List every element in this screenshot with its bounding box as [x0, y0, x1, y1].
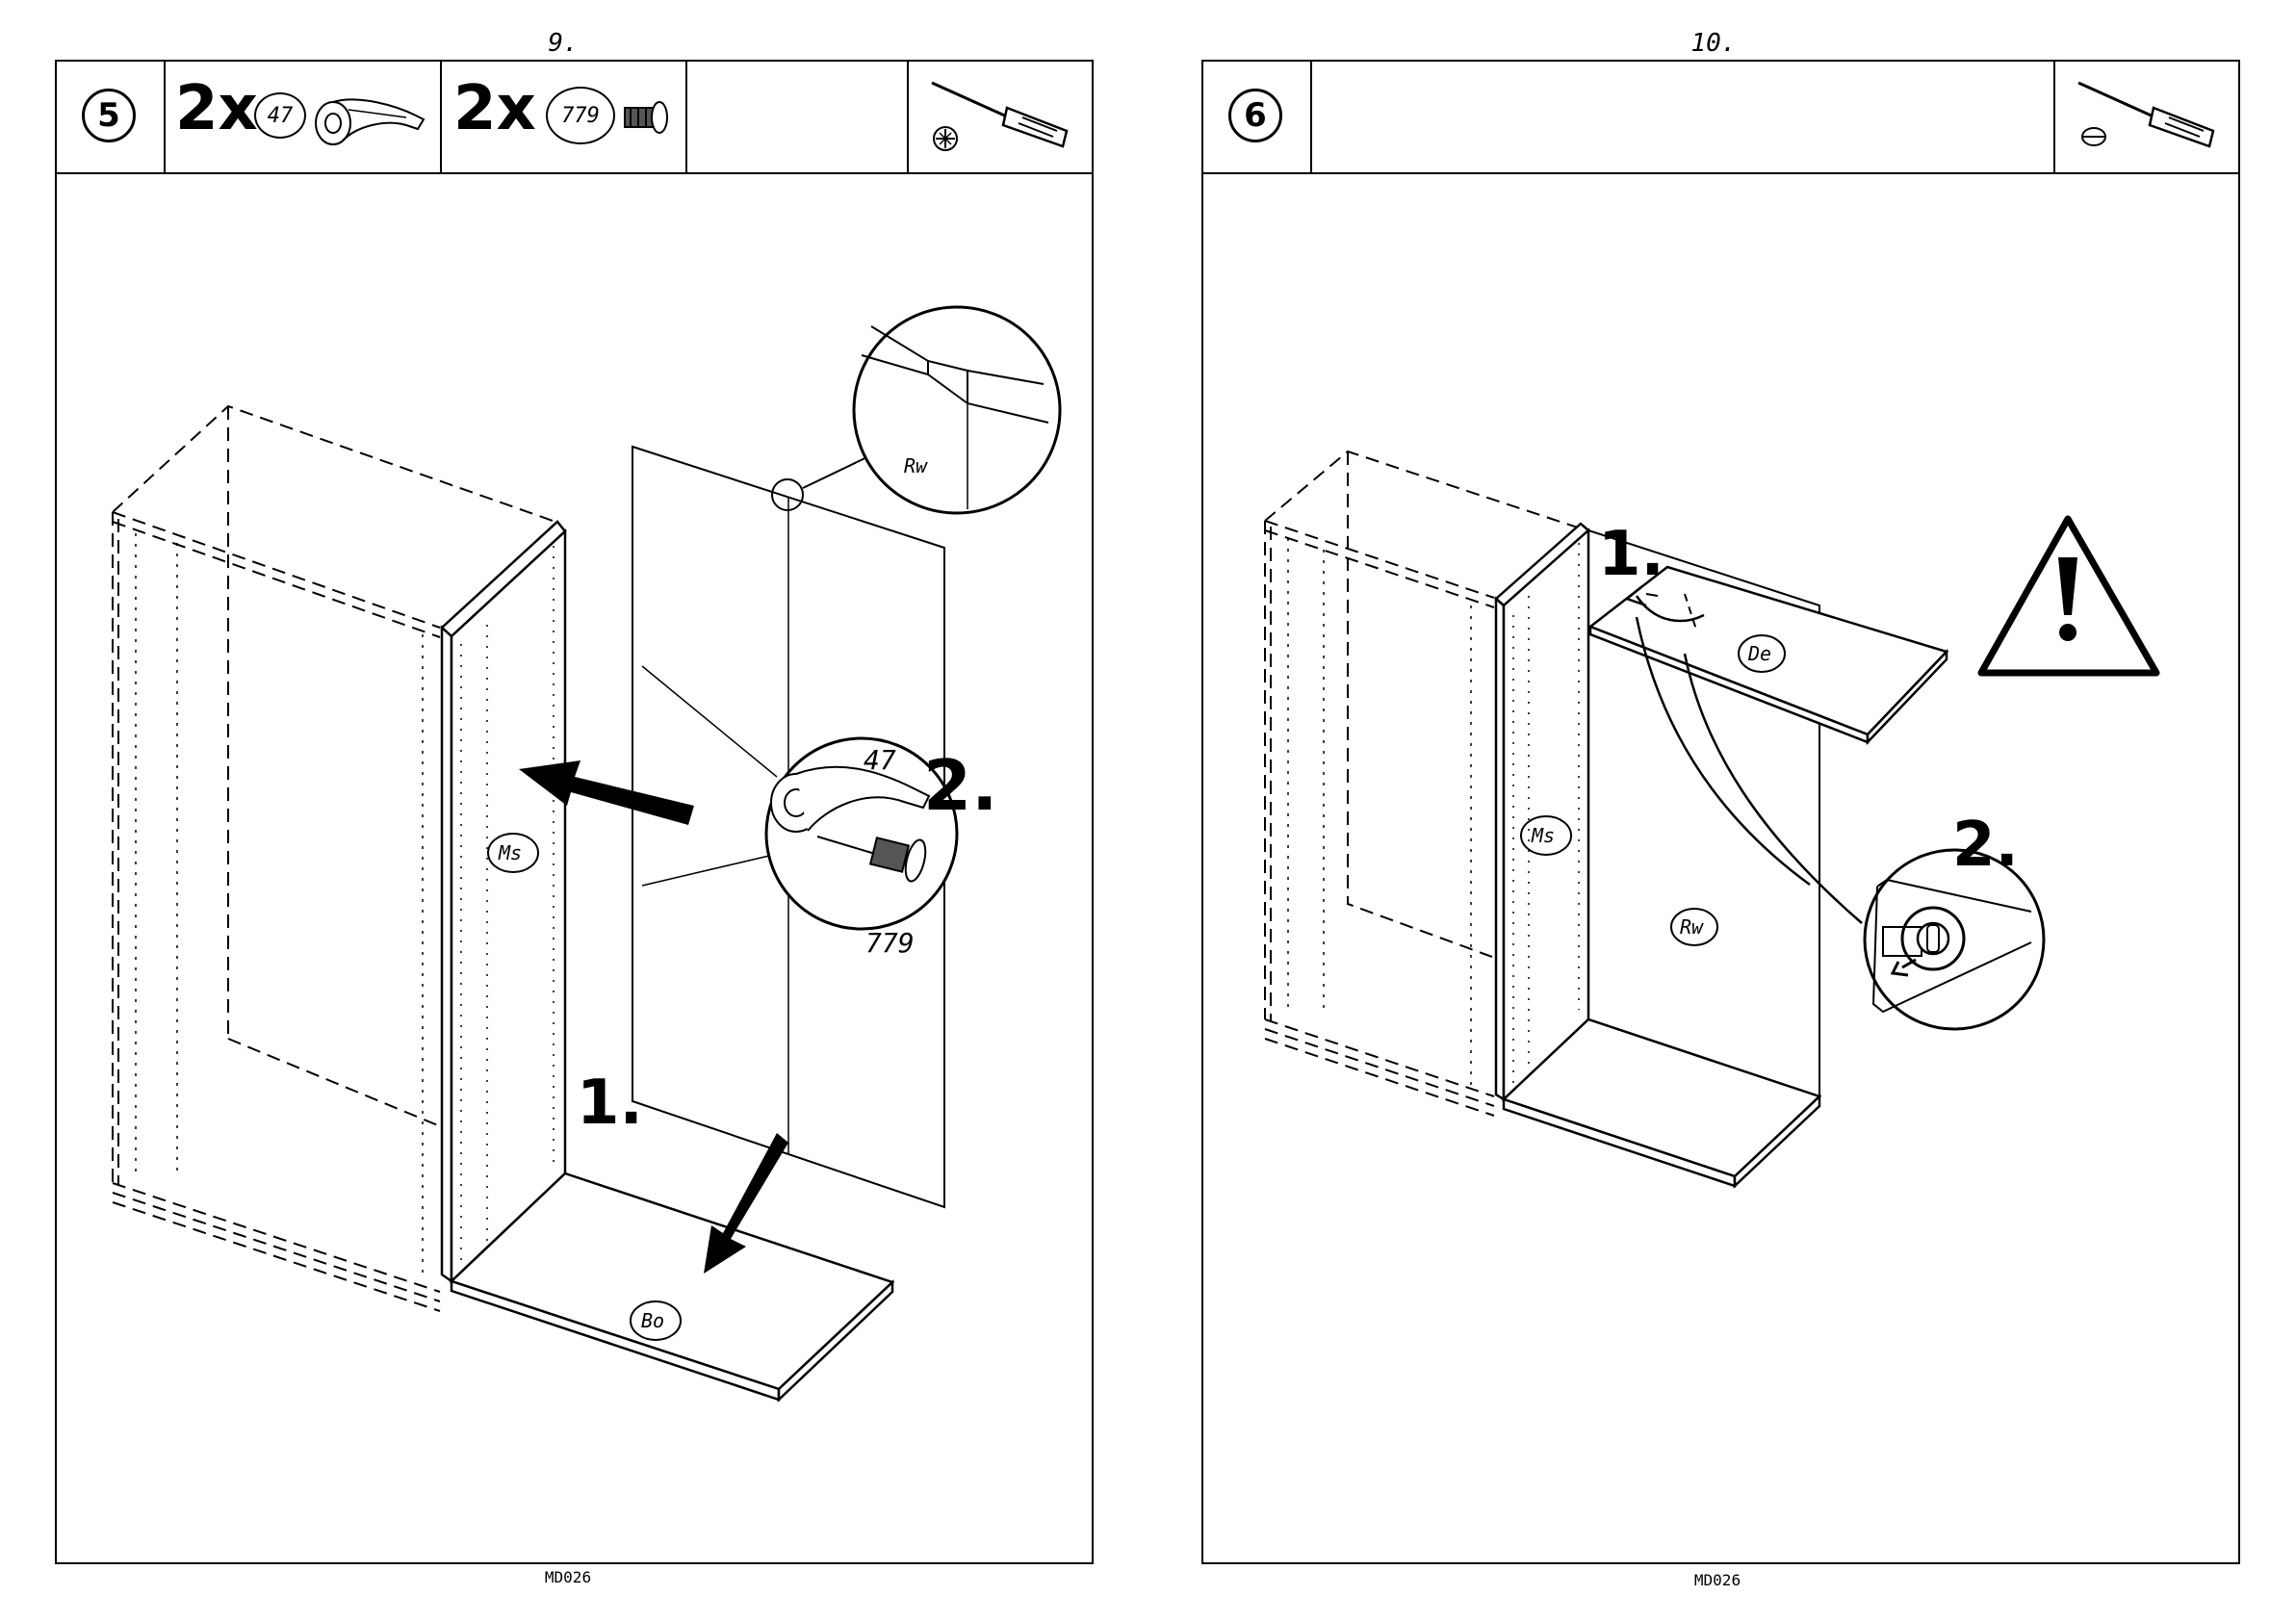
action-step-1: 1.	[1598, 519, 1664, 590]
cam-connector-icon	[310, 85, 435, 152]
instruction-frame-step-5: 5 2x 47 2x 779	[55, 60, 1094, 1564]
footer-code: MD026	[510, 1568, 626, 1586]
part-number-badge: 47	[254, 92, 306, 139]
panel-label-ms: Ms	[498, 841, 522, 864]
empty-header-cell	[687, 62, 909, 172]
footer-code: MD026	[1660, 1571, 1775, 1589]
part-quantity: 2x	[453, 73, 536, 144]
warning-triangle-icon	[1981, 519, 2156, 673]
part-quantity: 2x	[175, 73, 258, 144]
step-header: 5 2x 47 2x 779	[57, 62, 1092, 174]
flathead-screwdriver-icon	[2069, 75, 2232, 162]
step-header: 6	[1203, 62, 2238, 174]
tool-cell	[909, 62, 1092, 172]
panel-label-rw: Rw	[1680, 915, 1704, 939]
detail-label-rw: Rw	[904, 454, 928, 477]
step-number-cell: 6	[1203, 62, 1312, 172]
action-step-2: 2.	[1952, 810, 2019, 881]
screw-icon	[621, 98, 673, 137]
step-number-cell: 5	[57, 62, 166, 172]
page-number: 9.	[505, 29, 621, 58]
page-number: 10.	[1656, 29, 1771, 58]
step-number: 5	[82, 89, 136, 142]
panel-label-bo: Bo	[641, 1309, 664, 1332]
action-step-1: 1.	[577, 1068, 643, 1139]
callout-part-47: 47	[864, 744, 896, 776]
step-number: 6	[1228, 89, 1282, 142]
assembly-illustration-step-5: Rw 47 779 2. 1. Ms Bo	[57, 172, 1092, 1562]
panel-label-de: De	[1747, 642, 1771, 665]
part-cell-47: 2x 47	[166, 62, 442, 172]
action-step-2: 2.	[923, 745, 997, 826]
phillips-screwdriver-icon	[922, 75, 1086, 162]
tool-cell	[2055, 62, 2238, 172]
callout-part-779: 779	[865, 927, 915, 959]
empty-header-cell	[1312, 62, 2055, 172]
panel-label-ms: Ms	[1531, 824, 1555, 847]
part-cell-779: 2x 779	[442, 62, 687, 172]
instruction-frame-step-6: 6	[1201, 60, 2240, 1564]
part-number-badge: 779	[546, 87, 615, 144]
assembly-illustration-step-6: 1. 2. Ms Rw De	[1203, 172, 2238, 1562]
